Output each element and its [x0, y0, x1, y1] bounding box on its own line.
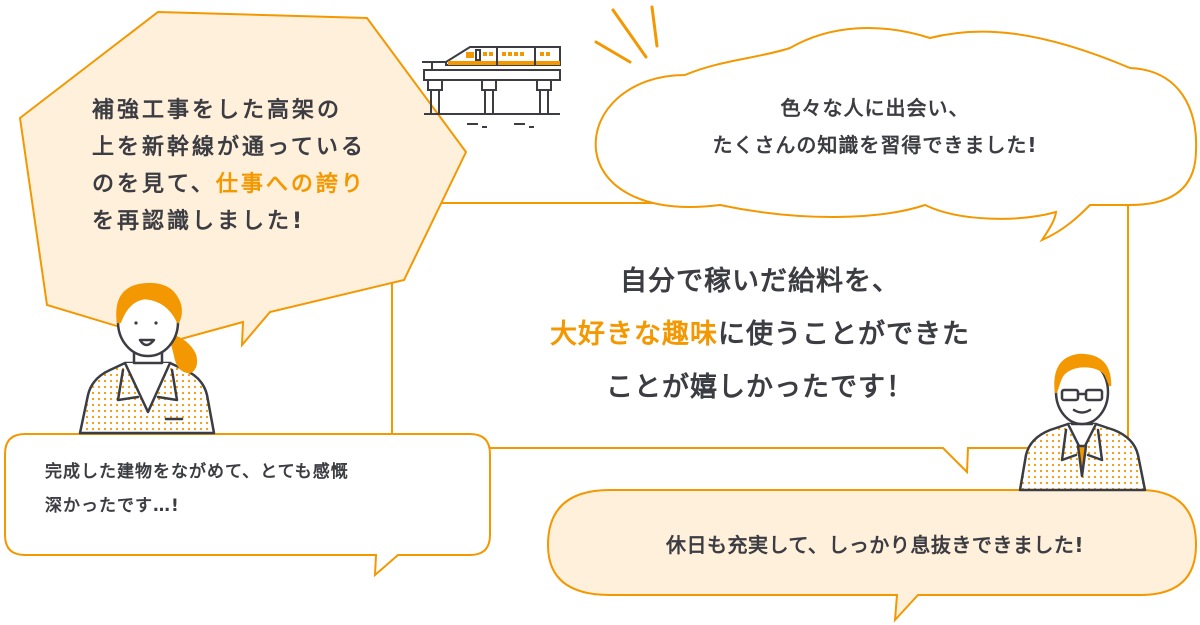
- top-right-cloud-bubble: [594, 27, 1198, 243]
- top-left-line4: を再認識しました!: [92, 209, 306, 234]
- man-worker-illustration: [1018, 353, 1147, 492]
- center-bubble-text: 自分で稼いだ給料を、 大好きな趣味に使うことができた ことが嬉しかったです！: [430, 255, 1090, 414]
- bottom-right-bubble-text: 休日も充実して、しっかり息抜きできました!: [560, 530, 1190, 560]
- top-left-line3-pre: のを見て、: [92, 172, 216, 197]
- top-right-bubble-text: 色々な人に出会い、 たくさんの知識を習得できました!: [640, 90, 1110, 164]
- emphasis-burst-icon: [594, 5, 659, 64]
- top-right-line2: たくさんの知識を習得できました!: [712, 133, 1038, 157]
- shinkansen-viaduct-icon: [422, 46, 561, 128]
- top-left-speech-bubble: [18, 10, 468, 348]
- bottom-left-line2: 深かったです…!: [45, 496, 180, 516]
- bottom-right-speech-bubble: [546, 489, 1198, 623]
- center-line2-post: に使うことができた: [718, 319, 970, 350]
- bottom-right-line1: 休日も充実して、しっかり息抜きできました!: [665, 533, 1085, 557]
- top-left-line3: のを見て、仕事への誇り: [92, 166, 412, 203]
- top-right-line1: 色々な人に出会い、: [780, 96, 970, 120]
- top-left-bubble-text: 補強工事をした高架の 上を新幹線が通っている のを見て、仕事への誇り を再認識し…: [92, 92, 412, 240]
- center-highlight: 大好きな趣味: [550, 319, 718, 350]
- top-left-line2: 上を新幹線が通っている: [92, 135, 366, 160]
- bottom-left-line1: 完成した建物をながめて、とても感慨: [45, 462, 349, 482]
- center-line2: 大好きな趣味に使うことができた: [430, 308, 1090, 361]
- center-line3: ことが嬉しかったです！: [606, 372, 914, 403]
- center-line1: 自分で稼いだ給料を、: [620, 266, 900, 297]
- top-left-highlight: 仕事への誇り: [215, 172, 366, 197]
- woman-worker-illustration: [78, 282, 216, 435]
- top-left-line1: 補強工事をした高架の: [92, 98, 343, 123]
- bottom-left-bubble-text: 完成した建物をながめて、とても感慨 深かったです…!: [45, 455, 475, 523]
- bottom-left-speech-bubble: [4, 433, 491, 578]
